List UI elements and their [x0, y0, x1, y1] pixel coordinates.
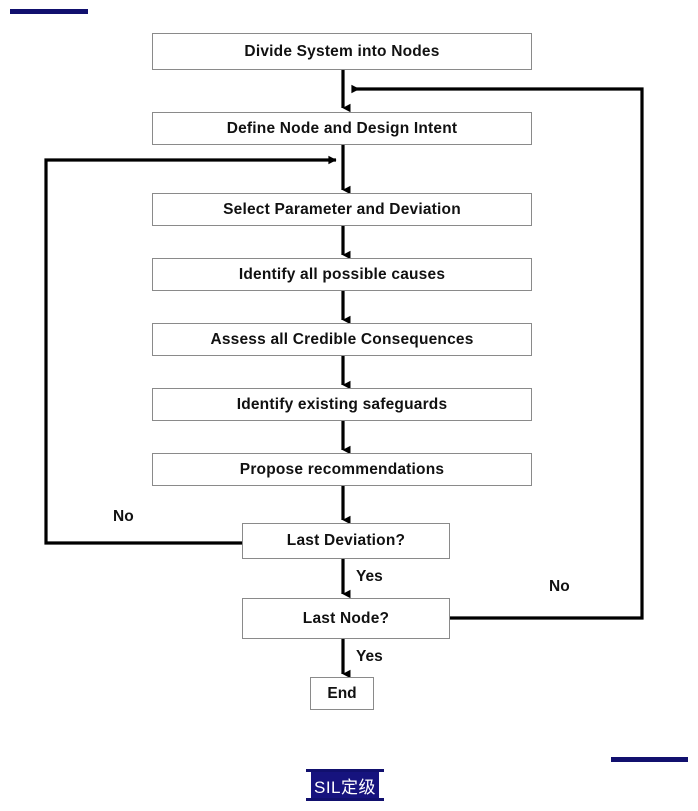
node-end[interactable]: End: [310, 677, 374, 710]
sil-grading-badge[interactable]: SIL定级: [311, 772, 379, 798]
node-label: Identify existing safeguards: [236, 395, 448, 413]
sil-badge-label: SIL定级: [313, 777, 377, 797]
bottom-right-accent-bar: [611, 757, 688, 762]
node-identify-safeguards[interactable]: Identify existing safeguards: [152, 388, 532, 421]
node-label: Identify all possible causes: [238, 265, 446, 283]
badge-top-rule: [306, 769, 384, 772]
node-identify-causes[interactable]: Identify all possible causes: [152, 258, 532, 291]
edge-label-node-yes: Yes: [356, 648, 383, 665]
node-define-node[interactable]: Define Node and Design Intent: [152, 112, 532, 145]
node-last-node[interactable]: Last Node?: [242, 598, 450, 639]
node-label: Propose recommendations: [239, 460, 445, 478]
node-select-parameter[interactable]: Select Parameter and Deviation: [152, 193, 532, 226]
badge-bottom-rule: [306, 798, 384, 801]
node-assess-consequences[interactable]: Assess all Credible Consequences: [152, 323, 532, 356]
node-propose-recommendations[interactable]: Propose recommendations: [152, 453, 532, 486]
node-divide-system[interactable]: Divide System into Nodes: [152, 33, 532, 70]
edge-label-deviation-no: No: [113, 508, 134, 525]
node-label: Divide System into Nodes: [244, 42, 440, 60]
edge-label-node-no: No: [549, 578, 570, 595]
node-label: Last Node?: [302, 609, 390, 627]
node-last-deviation[interactable]: Last Deviation?: [242, 523, 450, 559]
top-left-accent-bar: [10, 9, 88, 14]
edge-label-deviation-yes: Yes: [356, 568, 383, 585]
node-label: Select Parameter and Deviation: [223, 200, 461, 218]
node-label: Define Node and Design Intent: [226, 119, 458, 137]
node-label: End: [327, 684, 357, 702]
node-label: Last Deviation?: [286, 532, 406, 549]
node-label: Assess all Credible Consequences: [210, 330, 474, 348]
